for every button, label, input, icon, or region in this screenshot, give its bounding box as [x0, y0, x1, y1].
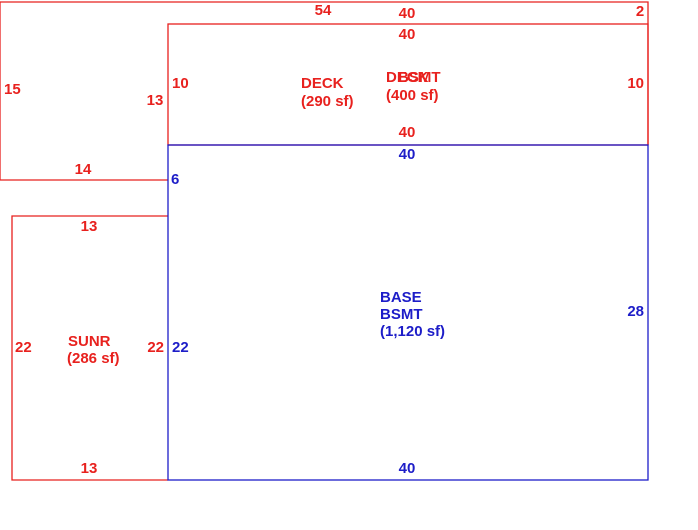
dim-bsmt-bottom: 40	[399, 460, 416, 477]
dim-top-outer: 54	[315, 2, 332, 19]
sunr-area-size: (286 sf)	[67, 350, 120, 367]
base-area-size: (1,120 sf)	[380, 323, 445, 340]
dim-sunr-left: 22	[15, 339, 32, 356]
base-area-line2: BSMT	[380, 306, 423, 323]
deck-overlap-name: DECK	[386, 69, 429, 86]
dim-sunr-top: 13	[81, 218, 98, 235]
dim-sunr-bottom: 13	[81, 460, 98, 477]
basement-outline	[167, 144, 649, 481]
deck-overlap-size: (400 sf)	[386, 87, 439, 104]
sunr-area-name: SUNR	[68, 333, 111, 350]
dim-deck-top: 40	[399, 26, 416, 43]
dim-deck-left: 10	[172, 75, 189, 92]
sunroom-outline	[11, 215, 168, 481]
deck-overlap-extra: BSMT	[398, 69, 441, 86]
deck-area-size: (290 sf)	[301, 93, 354, 110]
dim-left-outer: 15	[4, 81, 21, 98]
base-area-line1: BASE	[380, 289, 422, 306]
dim-top-deck: 40	[399, 5, 416, 22]
dim-deck-inner-left: 13	[147, 92, 164, 109]
dim-sunr-right: 22	[147, 339, 164, 356]
dim-top-right: 2	[636, 3, 644, 20]
dim-deck-bottom: 40	[399, 124, 416, 141]
deck-area-name: DECK	[301, 75, 344, 92]
dim-bsmt-top: 40	[399, 146, 416, 163]
dim-bsmt-right: 28	[627, 303, 644, 320]
dim-bottom-outer: 14	[75, 161, 92, 178]
dim-deck-right: 10	[627, 75, 644, 92]
dim-bsmt-left-upper: 6	[171, 171, 179, 188]
dim-bsmt-left: 22	[172, 339, 189, 356]
